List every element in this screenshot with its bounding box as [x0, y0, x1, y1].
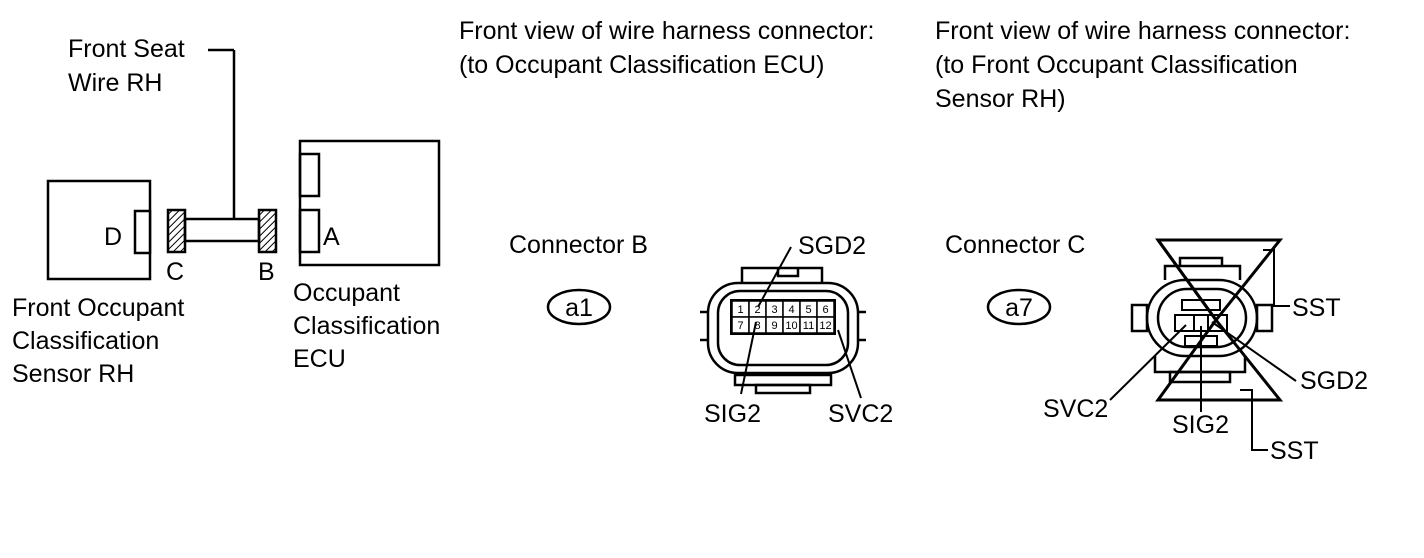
wire-harness — [183, 217, 261, 243]
component-layout — [46, 48, 441, 281]
callout-c-svc2: SVC2 — [1043, 395, 1108, 423]
ecu-box — [298, 139, 441, 267]
sensor-title-line2: Classification — [12, 327, 159, 355]
wire-end-b-label: B — [258, 258, 275, 286]
code-a7-oval — [986, 288, 1052, 326]
pin-number: 5 — [805, 304, 811, 316]
code-a1-oval — [546, 288, 612, 326]
heading-c-line3: Sensor RH) — [935, 85, 1066, 113]
callout-b-sgd2: SGD2 — [798, 232, 866, 260]
pin-number: 2 — [754, 304, 760, 316]
ecu-upper-notch — [298, 152, 321, 198]
pin-number: 12 — [819, 320, 831, 332]
ecu-title-line1: Occupant — [293, 279, 400, 307]
pin-number: 3 — [771, 304, 777, 316]
ecu-connector-a — [298, 208, 321, 254]
callout-b-svc2: SVC2 — [828, 400, 893, 428]
wire-end-c — [166, 208, 187, 254]
connector-b-label: Connector B — [509, 231, 648, 259]
pin-number: 6 — [822, 304, 828, 316]
sensor-title-line1: Front Occupant — [12, 294, 184, 322]
heading-b-line1: Front view of wire harness connector: — [459, 17, 874, 45]
pin-number: 4 — [788, 304, 794, 316]
connector-c-label: Connector C — [945, 231, 1085, 259]
pin-number: 8 — [754, 320, 760, 332]
sensor-title-line3: Sensor RH — [12, 360, 134, 388]
callout-c-sgd2: SGD2 — [1300, 367, 1368, 395]
callout-c-sst-bottom: SST — [1270, 437, 1319, 465]
ecu-title-line2: Classification — [293, 312, 440, 340]
heading-c-line2: (to Front Occupant Classification — [935, 51, 1298, 79]
pin-number: 11 — [803, 320, 814, 332]
pin-number: 9 — [771, 320, 777, 332]
sst-tool-lines — [1155, 238, 1284, 402]
ecu-title-line3: ECU — [293, 345, 346, 373]
code-a1: a1 — [565, 294, 593, 322]
wire-end-c-label: C — [166, 258, 184, 286]
pin-number: 10 — [785, 320, 797, 332]
callout-b-sig2: SIG2 — [704, 400, 761, 428]
wire-title-line1: Front Seat — [68, 35, 185, 63]
wire-end-b — [257, 208, 278, 254]
pin-number: 1 — [737, 304, 743, 316]
heading-b-line2: (to Occupant Classification ECU) — [459, 51, 824, 79]
connector-b-callout-lines — [740, 246, 862, 399]
heading-c-line1: Front view of wire harness connector: — [935, 17, 1350, 45]
code-a7: a7 — [1005, 294, 1033, 322]
callout-c-sst-top: SST — [1292, 294, 1341, 322]
sensor-connector-d — [133, 209, 152, 255]
ecu-connector-label: A — [323, 223, 340, 251]
connector-c-callout-lines — [1109, 249, 1297, 451]
pin-cell — [816, 316, 835, 334]
pin-number: 7 — [737, 320, 743, 332]
callout-c-sig2: SIG2 — [1172, 411, 1229, 439]
sensor-connector-label: D — [104, 223, 122, 251]
wire-title-line2: Wire RH — [68, 69, 162, 97]
